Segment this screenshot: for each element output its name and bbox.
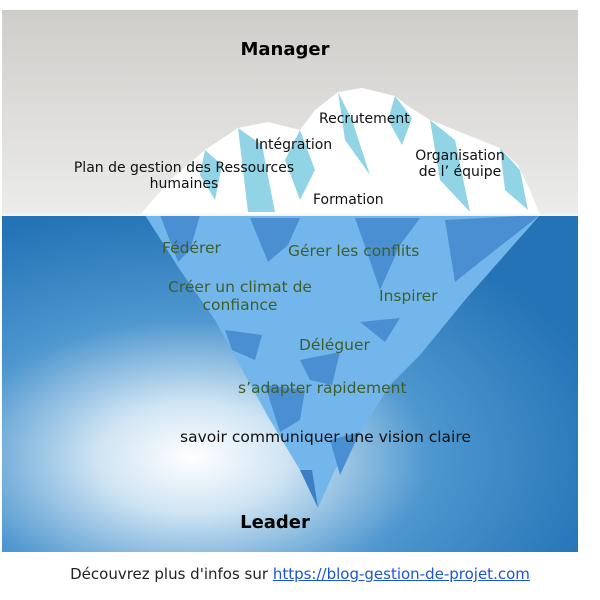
label-plan-gestion-rh: Plan de gestion des Ressources humaines xyxy=(58,160,310,192)
label-organisation-line1: Organisation xyxy=(415,148,505,164)
label-plan-line2: humaines xyxy=(149,176,219,193)
leader-title: Leader xyxy=(240,512,310,533)
underwater-facet xyxy=(330,432,360,475)
footer: Découvrez plus d'infos sur https://blog-… xyxy=(0,565,600,583)
label-organisation-line2: de l’ équipe xyxy=(418,164,502,181)
underwater-facet xyxy=(225,330,262,360)
label-climat-line1: Créer un climat de xyxy=(168,278,312,296)
label-climat-line2: confiance xyxy=(202,295,278,314)
underwater-iceberg xyxy=(145,215,540,508)
label-communiquer-vision: savoir communiquer une vision claire xyxy=(180,428,471,446)
label-plan-line1: Plan de gestion des Ressources xyxy=(73,160,295,176)
label-integration: Intégration xyxy=(255,137,333,153)
underwater-facet xyxy=(250,218,300,262)
ice-facet xyxy=(338,92,370,175)
underwater-facet xyxy=(355,218,420,290)
ice-facet xyxy=(430,120,470,212)
label-climat-confiance: Créer un climat de confiance xyxy=(150,278,330,315)
underwater-facet xyxy=(265,385,305,432)
label-deleguer: Déléguer xyxy=(299,336,370,354)
ice-facet xyxy=(388,96,412,145)
label-federer: Fédérer xyxy=(162,239,221,257)
underwater-facet xyxy=(160,215,200,262)
label-adapter-rapidement: s’adapter rapidement xyxy=(238,379,407,397)
footer-link[interactable]: https://blog-gestion-de-projet.com xyxy=(272,565,530,583)
underwater-facet xyxy=(360,318,400,342)
label-inspirer: Inspirer xyxy=(379,287,438,305)
label-formation: Formation xyxy=(313,192,384,208)
manager-title: Manager xyxy=(240,39,330,60)
underwater-facet xyxy=(300,352,340,385)
underwater-facet xyxy=(300,470,318,508)
footer-text: Découvrez plus d'infos sur xyxy=(70,565,273,583)
ice-facet xyxy=(500,148,528,210)
label-recrutement: Recrutement xyxy=(319,111,410,127)
ice-facet xyxy=(200,150,222,200)
ice-facet xyxy=(238,128,275,212)
underwater-facet xyxy=(445,215,540,282)
above-water-iceberg xyxy=(140,88,540,215)
label-gerer-conflits: Gérer les conflits xyxy=(288,242,420,260)
label-organisation-equipe: Organisation de l’ équipe xyxy=(406,148,514,180)
ice-facet xyxy=(285,130,315,200)
